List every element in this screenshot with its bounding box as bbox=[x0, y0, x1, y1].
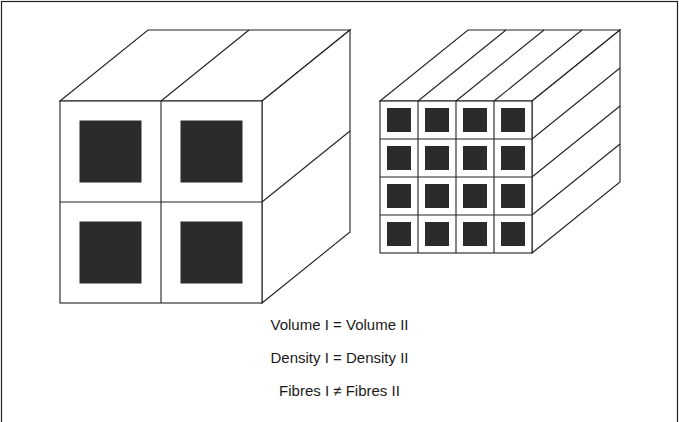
fibre-core bbox=[501, 222, 525, 246]
equation-label: Density I = Density II bbox=[0, 349, 679, 366]
fibre-core bbox=[425, 146, 449, 170]
fibre-core bbox=[425, 222, 449, 246]
side-face bbox=[262, 30, 350, 303]
fibre-core bbox=[80, 121, 142, 183]
fibre-core bbox=[425, 108, 449, 132]
front-face bbox=[380, 101, 532, 253]
fibre-core bbox=[387, 108, 411, 132]
fibre-core bbox=[80, 222, 142, 284]
block-edge bbox=[262, 131, 350, 202]
block-edge bbox=[456, 30, 544, 101]
fibre-core bbox=[501, 184, 525, 208]
fibre-core bbox=[463, 222, 487, 246]
block-edge bbox=[60, 201, 262, 202]
block-edge bbox=[494, 30, 582, 101]
fibre-core bbox=[463, 184, 487, 208]
block-edge bbox=[532, 68, 620, 139]
fibre-core bbox=[387, 146, 411, 170]
fibre-core bbox=[501, 146, 525, 170]
fibre-core bbox=[181, 222, 243, 284]
fibre-core bbox=[463, 108, 487, 132]
block-edge bbox=[493, 101, 494, 253]
fibre-core bbox=[387, 184, 411, 208]
fibre-core bbox=[181, 121, 243, 183]
fibre-blocks bbox=[60, 30, 620, 303]
fibre-core bbox=[463, 146, 487, 170]
fibre-core bbox=[501, 108, 525, 132]
fibre-core bbox=[387, 222, 411, 246]
block-edge bbox=[532, 144, 620, 215]
side-face bbox=[532, 30, 620, 253]
fibre-core bbox=[425, 184, 449, 208]
block-edge bbox=[380, 214, 532, 215]
equation-label: Volume I = Volume II bbox=[0, 316, 679, 333]
block-edge bbox=[418, 30, 506, 101]
front-face bbox=[60, 101, 262, 303]
block-edge bbox=[380, 176, 532, 177]
equation-label: Fibres I ≠ Fibres II bbox=[0, 382, 679, 399]
block-edge bbox=[161, 30, 249, 101]
block-edge bbox=[532, 106, 620, 177]
